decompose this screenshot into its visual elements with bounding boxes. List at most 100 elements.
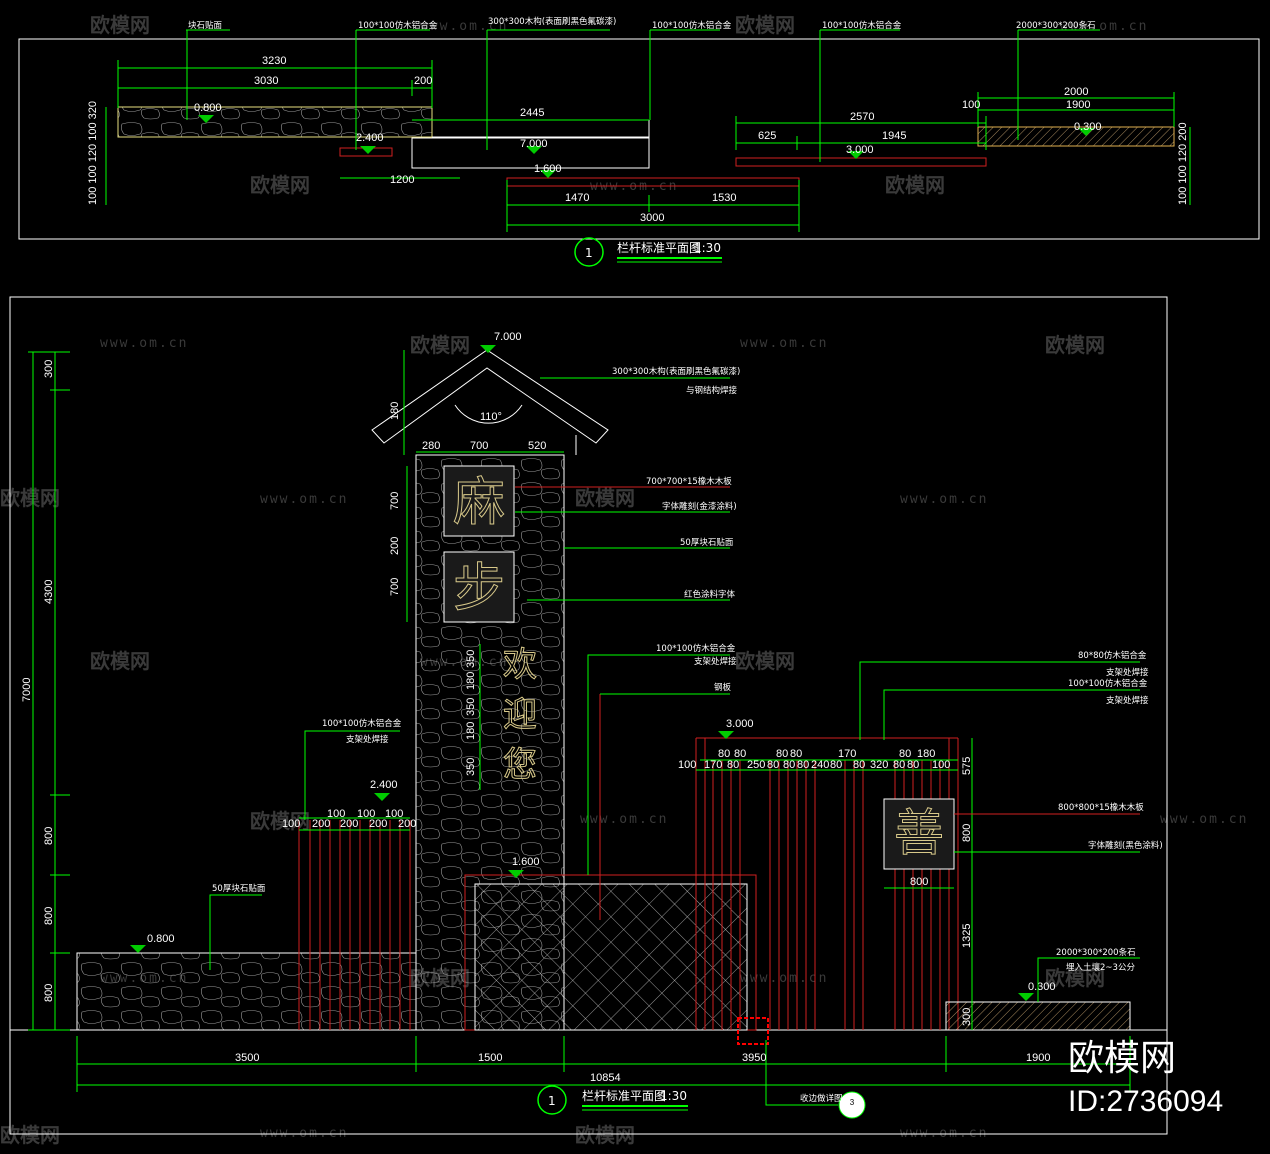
- elev-label: 100*100仿木铝合金: [322, 718, 402, 729]
- plan-stone-slab: [117, 106, 433, 138]
- elev-dim: 3500: [235, 1052, 259, 1064]
- right-fence-top: 80: [776, 748, 788, 760]
- left-fence-dim: 100: [327, 808, 345, 820]
- right-fence-dim: 80: [767, 759, 779, 771]
- watermark-brand: 欧模网: [1045, 966, 1105, 990]
- elev-label: 钢板: [714, 682, 732, 693]
- right-fence-dim: 80: [727, 759, 739, 771]
- left-fence-dim: 200: [312, 818, 330, 830]
- elev-label: 埋入土壤2~3公分: [1066, 962, 1135, 973]
- elev-label: 300*300木构(表面刷黑色氟碳漆): [612, 366, 740, 377]
- elev-label: 50厚块石贴面: [680, 537, 734, 548]
- left-fence: [298, 820, 411, 1030]
- watermark-url: www.om.cn: [260, 492, 348, 507]
- elev-index: 1: [548, 1094, 556, 1108]
- plan-index-circle: [574, 237, 604, 267]
- left-dims: [28, 351, 70, 1031]
- carved-char: 迎: [503, 695, 537, 735]
- right-fence-dim: 80: [830, 759, 842, 771]
- leader-lines: [209, 377, 1140, 1002]
- plan-label: 2000*300*200条石: [1016, 20, 1096, 31]
- elev-dim: 700: [389, 492, 401, 510]
- elev-dim: 7000: [21, 678, 33, 702]
- corner-brand: 欧模网: [1068, 1038, 1176, 1079]
- elev-label: 字体雕刻(金漆涂料): [662, 501, 737, 512]
- watermark-brand: 欧模网: [410, 333, 470, 357]
- watermark-brand: 欧模网: [575, 486, 635, 510]
- watermark-url: www.om.cn: [740, 971, 828, 986]
- right-fence-dim: 80: [893, 759, 905, 771]
- elev-dim: 300: [961, 1008, 973, 1026]
- elevation-frame: [9, 296, 1168, 1135]
- plan-dim: 1200: [390, 174, 414, 186]
- plan-dim: 2445: [520, 107, 544, 119]
- elev-label: 700*700*15橡木木板: [646, 476, 732, 487]
- elev-dim: 180: [465, 722, 477, 740]
- elev-dim: 3950: [742, 1052, 766, 1064]
- left-fence-dim: 200: [369, 818, 387, 830]
- watermark-url: www.om.cn: [580, 812, 668, 827]
- watermark-url: www.om.cn: [100, 336, 188, 351]
- plan-label: 100*100仿木铝合金: [652, 20, 732, 31]
- plaque-1: [443, 465, 515, 537]
- plan-level-marks: [198, 115, 1094, 178]
- elev-scale: 1:30: [660, 1089, 687, 1103]
- elev-label: 支架处焊接: [1106, 695, 1149, 706]
- plan-label: 300*300木构(表面刷黑色氟碳漆): [488, 16, 616, 27]
- watermark-brand: 欧模网: [250, 173, 310, 197]
- detail-callout[interactable]: [737, 1017, 769, 1045]
- right-fence-dim: 100: [932, 759, 950, 771]
- plan-rail-right: [735, 157, 987, 167]
- elev-dim: 700: [470, 440, 488, 452]
- elev-dim: 575: [961, 757, 973, 775]
- elev-label: 50厚块石贴面: [212, 883, 266, 894]
- elev-dim: 1500: [478, 1052, 502, 1064]
- plan-dim: 1900: [1066, 99, 1090, 111]
- watermark-brand: 欧模网: [250, 809, 310, 833]
- elev-dim: 350: [465, 650, 477, 668]
- plan-dim: 2570: [850, 111, 874, 123]
- elev-angle: 110°: [480, 411, 502, 423]
- plan-view: 3230 3030 200 2445 1200 1470 1530 3000 2…: [18, 16, 1260, 267]
- elev-dim: 350: [465, 758, 477, 776]
- plan-level: 1.600: [534, 163, 562, 175]
- bottom-dims: [76, 1036, 1131, 1092]
- curb-stone: [945, 1001, 1131, 1031]
- watermark-brand: 欧模网: [0, 1123, 60, 1147]
- plaque-char: 麻: [453, 473, 505, 533]
- plan-dim: 1945: [882, 130, 906, 142]
- left-fence-dim: 100: [385, 808, 403, 820]
- plan-label: 100*100仿木铝合金: [822, 20, 902, 31]
- carved-char: 您: [503, 745, 537, 785]
- plan-level: 7.000: [520, 138, 548, 150]
- watermark-brand: 欧模网: [1045, 333, 1105, 357]
- left-fence-dim: 200: [398, 818, 416, 830]
- elev-label: 字体雕刻(黑色涂料): [1088, 840, 1163, 851]
- right-fence-top: 80: [899, 748, 911, 760]
- plan-label: 块石贴面: [188, 20, 223, 31]
- plan-index: 1: [585, 246, 593, 260]
- elev-dim: 4300: [43, 580, 55, 604]
- right-fence-dim: 80: [853, 759, 865, 771]
- plan-dim: 3000: [640, 212, 664, 224]
- right-fence-dim: 80: [797, 759, 809, 771]
- elev-dim: 700: [389, 578, 401, 596]
- elev-dim: 800: [43, 827, 55, 845]
- detail-label: 收边做详图: [800, 1093, 843, 1104]
- plan-level: 3.000: [846, 144, 874, 156]
- elev-dim: 800: [910, 876, 928, 888]
- right-fence-dim: 320: [870, 759, 888, 771]
- elev-label: 100*100仿木铝合金: [1068, 678, 1148, 689]
- right-fence-dim: 170: [704, 759, 722, 771]
- elev-dim: 200: [389, 537, 401, 555]
- plan-level: 2.400: [356, 132, 384, 144]
- elev-dim: 520: [528, 440, 546, 452]
- elev-level: 1.600: [512, 856, 540, 868]
- plan-dim: 100: [962, 99, 980, 111]
- elev-dim: 10854: [590, 1072, 621, 1084]
- plan-dim: 3230: [262, 55, 286, 67]
- plan-dim: 1530: [712, 192, 736, 204]
- elev-title: 栏杆标准平面图: [582, 1088, 666, 1103]
- elev-label: 与钢结构焊接: [686, 385, 738, 396]
